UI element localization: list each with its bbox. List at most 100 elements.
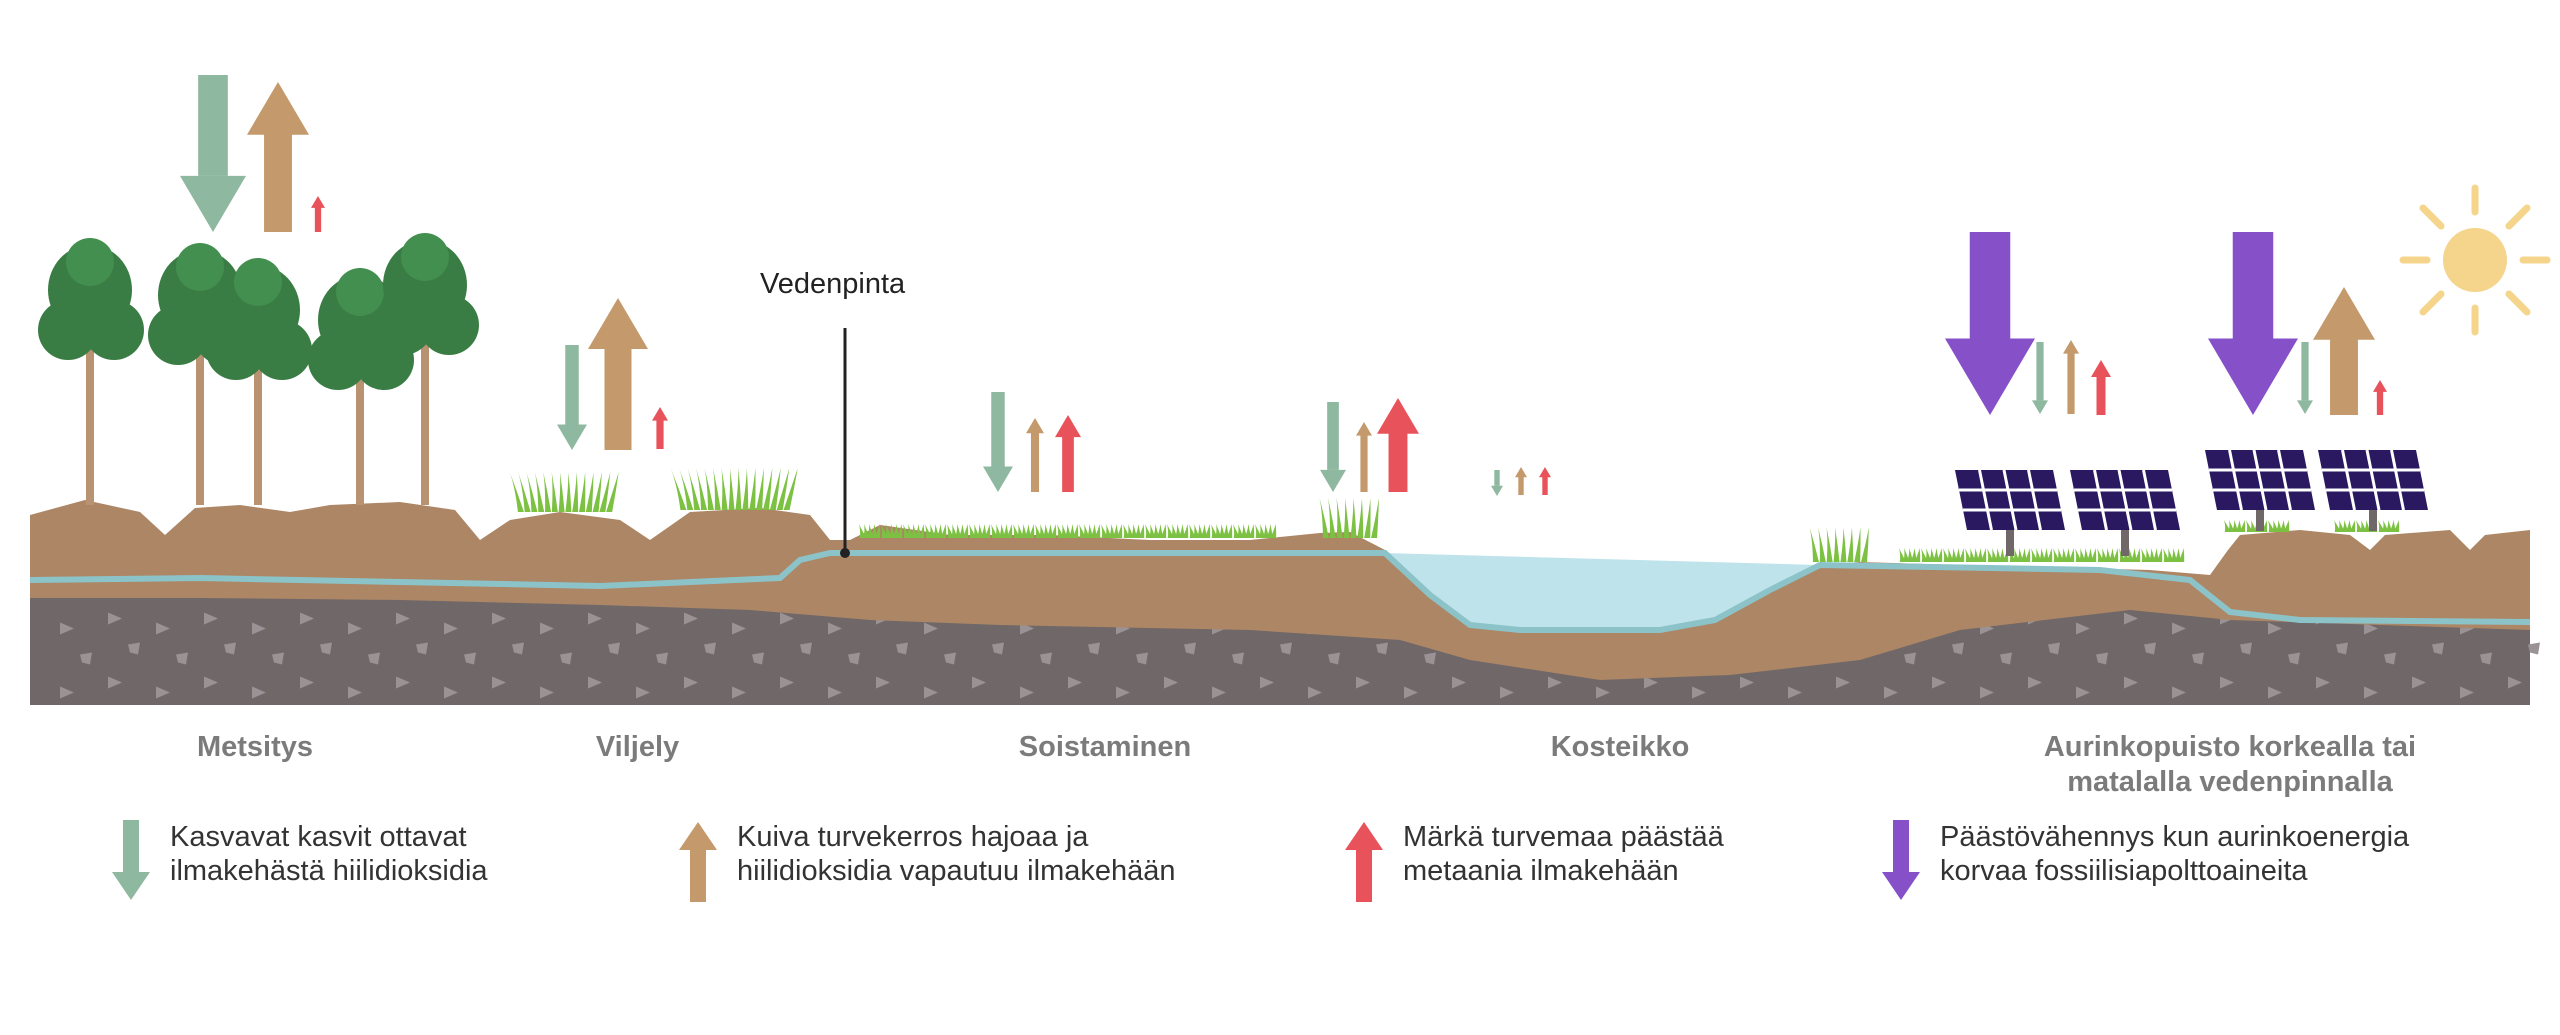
grass-blade bbox=[599, 472, 611, 512]
tree-canopy bbox=[206, 320, 266, 380]
stone bbox=[1980, 686, 1994, 699]
grass-blade bbox=[670, 468, 687, 510]
grass-blade bbox=[1248, 524, 1255, 538]
stone bbox=[780, 676, 794, 689]
stone bbox=[2124, 612, 2138, 625]
grass-blade bbox=[2057, 548, 2064, 562]
tree-trunk bbox=[254, 320, 262, 505]
stone bbox=[2364, 686, 2378, 699]
tree-canopy bbox=[401, 233, 449, 281]
panel-grid-line bbox=[2002, 469, 2018, 531]
grass-blade bbox=[2283, 520, 2290, 532]
grass-blade bbox=[1090, 524, 1097, 538]
flux-arrow-down bbox=[565, 345, 579, 425]
stone bbox=[1452, 676, 1466, 689]
tree-canopy bbox=[308, 330, 368, 390]
grass-blade bbox=[1006, 524, 1013, 538]
panel-grid-line bbox=[1978, 469, 1993, 531]
grass-blade bbox=[2024, 548, 2031, 562]
grass-blade bbox=[1134, 524, 1141, 538]
grass-blade bbox=[1222, 524, 1229, 538]
tree-canopy bbox=[373, 295, 433, 355]
flux-arrow-down bbox=[2036, 342, 2044, 401]
stone bbox=[396, 676, 410, 689]
scene-label-rewetting: Soistaminen bbox=[1018, 731, 1192, 763]
grass-blade bbox=[2013, 548, 2020, 562]
flux-arrow-head bbox=[1515, 467, 1527, 478]
stone bbox=[2076, 622, 2090, 635]
stone bbox=[2528, 642, 2540, 655]
grass-blade bbox=[1350, 498, 1357, 538]
panel-grid-line bbox=[2228, 449, 2243, 511]
grass-blade bbox=[2101, 548, 2108, 562]
stone bbox=[492, 612, 506, 625]
stone bbox=[492, 676, 506, 689]
grass-blade bbox=[940, 524, 947, 538]
stone bbox=[704, 642, 716, 655]
stone bbox=[636, 622, 650, 635]
tree-trunk bbox=[421, 295, 429, 505]
flux-arrow-up bbox=[1030, 432, 1040, 492]
grass-blade bbox=[933, 524, 939, 538]
grass-blade bbox=[2090, 548, 2097, 562]
grass-blade bbox=[2042, 548, 2049, 562]
tree-canopy bbox=[419, 295, 479, 355]
grass-blade bbox=[2174, 548, 2181, 562]
grass-blade bbox=[2261, 520, 2268, 532]
grass-blade bbox=[2112, 548, 2119, 562]
grass-blade bbox=[914, 524, 921, 538]
tree-trunk bbox=[196, 305, 204, 505]
flux-arrow-down bbox=[991, 392, 1005, 467]
stone bbox=[1952, 642, 1964, 655]
grass-blade bbox=[2127, 548, 2133, 562]
flux-arrow-down bbox=[1969, 232, 2011, 339]
stone bbox=[1404, 686, 1418, 699]
stone bbox=[1068, 676, 1082, 689]
grass-blade bbox=[1809, 527, 1819, 562]
stone bbox=[2412, 676, 2426, 689]
stone bbox=[2240, 642, 2252, 655]
grass-blade bbox=[1270, 524, 1277, 538]
stone bbox=[156, 622, 170, 635]
grass-blade bbox=[1127, 524, 1134, 538]
grass-blade bbox=[1980, 548, 1987, 562]
grass-blade bbox=[721, 468, 728, 510]
stone bbox=[752, 652, 764, 665]
stone bbox=[1328, 652, 1340, 665]
grass-blade bbox=[936, 524, 943, 538]
grass-blade bbox=[1263, 524, 1269, 538]
grass-blade bbox=[2039, 548, 2045, 562]
flux-arrow-up bbox=[314, 206, 322, 232]
flux-arrow-up bbox=[656, 419, 664, 449]
grass-blade bbox=[896, 524, 903, 538]
stone bbox=[780, 612, 794, 625]
stone bbox=[656, 652, 668, 665]
grass-blade bbox=[742, 468, 749, 510]
scene-label-solar-park: Aurinkopuisto korkealla tai matalalla ve… bbox=[2043, 731, 2417, 798]
grass-blade bbox=[749, 468, 756, 510]
stone bbox=[2268, 686, 2282, 699]
grass-blade bbox=[1818, 527, 1826, 562]
grass-blade bbox=[1266, 524, 1273, 538]
stone bbox=[972, 676, 986, 689]
flux-arrow-down bbox=[1327, 402, 1339, 470]
stone bbox=[732, 686, 746, 699]
grass-blade bbox=[2149, 548, 2155, 562]
stone bbox=[2288, 652, 2300, 665]
stone bbox=[396, 612, 410, 625]
stone bbox=[1212, 686, 1226, 699]
grass-blade bbox=[1175, 524, 1181, 538]
stone bbox=[992, 642, 1004, 655]
stone bbox=[2124, 676, 2138, 689]
grass-blade bbox=[1969, 548, 1976, 562]
grass-blade bbox=[592, 472, 602, 512]
stone bbox=[444, 622, 458, 635]
stone bbox=[300, 676, 314, 689]
grass-blade bbox=[1065, 524, 1071, 538]
stone bbox=[1596, 686, 1610, 699]
stone bbox=[828, 686, 842, 699]
stone bbox=[876, 676, 890, 689]
flux-arrow-head bbox=[180, 175, 246, 232]
flux-arrow-down bbox=[2301, 342, 2309, 401]
panel-grid-line bbox=[2365, 449, 2381, 511]
